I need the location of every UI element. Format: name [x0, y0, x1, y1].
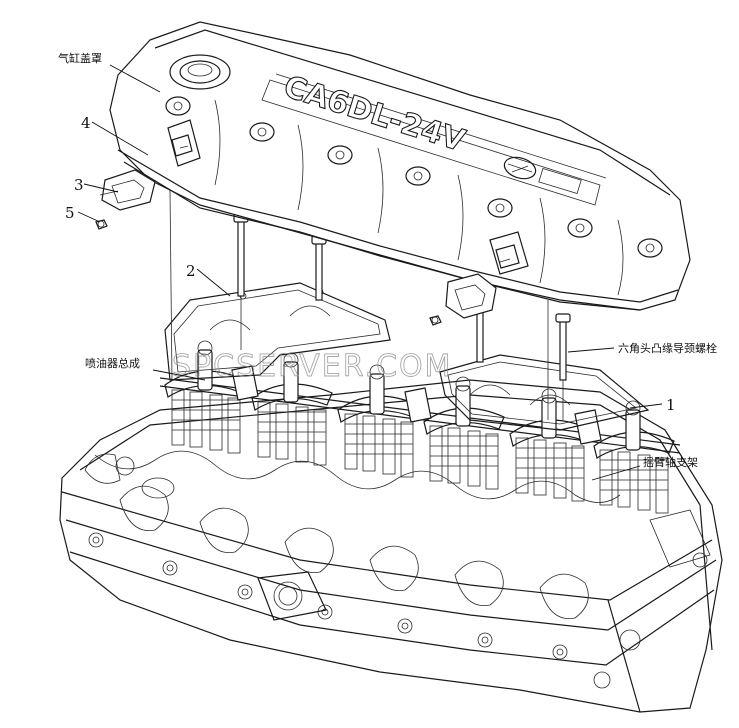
- guide-bolts: [169, 189, 571, 420]
- cylinder-head: [59, 379, 723, 713]
- label-part-1: 1: [666, 396, 676, 414]
- gasket-2: [164, 282, 391, 381]
- gasket-1: [439, 354, 650, 431]
- leader-lines: [77, 64, 663, 481]
- right-clip-parts: [429, 273, 497, 326]
- left-clip-parts: [95, 169, 156, 230]
- watermark: SPCSERVER.COM: [172, 349, 453, 384]
- valve-cover: CA6DL-24V: [109, 21, 691, 311]
- label-part-5: 5: [65, 204, 75, 222]
- label-valve-cover: 气缸盖罩: [58, 51, 102, 65]
- label-part-2: 2: [186, 262, 196, 280]
- label-hex-flange-bolt: 六角头凸缘导颈螺栓: [618, 341, 717, 355]
- valve-train: [159, 340, 681, 514]
- label-rocker-shaft-support: 摇臂轴支架: [643, 455, 698, 469]
- label-part-4: 4: [81, 114, 91, 132]
- label-injector-assembly: 喷油器总成: [85, 356, 140, 370]
- label-part-3: 3: [74, 176, 84, 194]
